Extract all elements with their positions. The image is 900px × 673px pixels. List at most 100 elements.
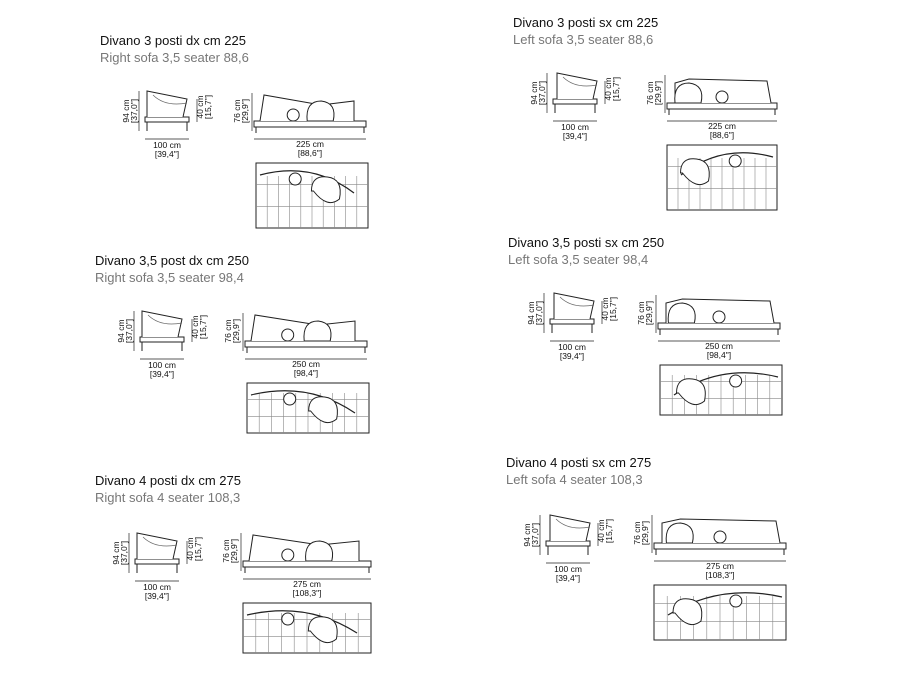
- seat-inch-label: [15,7"]: [203, 95, 213, 119]
- front-round-pillow: [713, 530, 727, 544]
- sofa-drawing: 94 cm[37,0"]40 cm[15,7"]100 cm[39,4"]76 …: [522, 514, 787, 641]
- height-inch-label: [37,0"]: [129, 99, 139, 123]
- sofa-block-left-250: Divano 3,5 posti sx cm 250 Left sofa 3,5…: [508, 235, 838, 425]
- height-inch-label: [37,0"]: [534, 301, 544, 325]
- side-seat: [549, 318, 595, 325]
- back-label: 76 cm: [232, 99, 242, 122]
- sofa-title-it: Divano 4 posti dx cm 275: [95, 473, 241, 488]
- seat-label: 40 cm: [185, 537, 195, 560]
- height-label: 94 cm: [121, 99, 131, 122]
- front-seat: [666, 102, 778, 110]
- back-inch-label: [29,9"]: [640, 521, 650, 545]
- depth-inch-label: [39,4"]: [145, 591, 169, 601]
- sofa-title-it: Divano 3,5 post dx cm 250: [95, 253, 249, 268]
- front-view: 76 cm[29,9"]250 cm[98,4"]: [636, 295, 781, 360]
- plan-cushion: [308, 396, 338, 424]
- sofa-title-it: Divano 3 posti dx cm 225: [100, 33, 246, 48]
- plan-view: [242, 602, 372, 654]
- seat-label: 40 cm: [190, 315, 200, 338]
- width-inch-label: [98,4"]: [707, 350, 731, 360]
- plan-view: [246, 382, 370, 434]
- depth-inch-label: [39,4"]: [556, 573, 580, 583]
- depth-inch-label: [39,4"]: [150, 369, 174, 379]
- side-view: 94 cm[37,0"]40 cm[15,7"]100 cm[39,4"]: [121, 90, 213, 159]
- front-round-pillow: [286, 108, 300, 122]
- seat-inch-label: [15,7"]: [608, 297, 618, 321]
- height-inch-label: [37,0"]: [124, 319, 134, 343]
- plan-round-pillow: [729, 374, 743, 388]
- height-inch-label: [37,0"]: [119, 541, 129, 565]
- sofa-title-en: Right sofa 4 seater 108,3: [95, 490, 241, 505]
- seat-inch-label: [15,7"]: [193, 537, 203, 561]
- front-cushion: [667, 302, 696, 324]
- plan-view: [653, 584, 787, 641]
- side-backrest: [141, 310, 183, 338]
- front-view: 76 cm[29,9"]225 cm[88,6"]: [645, 75, 778, 140]
- seat-label: 40 cm: [600, 297, 610, 320]
- height-label: 94 cm: [529, 81, 539, 104]
- sofa-title-it: Divano 4 posti sx cm 275: [506, 455, 652, 470]
- front-round-pillow: [281, 548, 295, 562]
- depth-label: 100 cm: [554, 564, 582, 574]
- front-backrest: [248, 534, 360, 562]
- height-inch-label: [37,0"]: [530, 523, 540, 547]
- width-label: 225 cm: [296, 139, 324, 149]
- seat-label: 40 cm: [603, 77, 613, 100]
- side-cushion-line: [555, 518, 591, 529]
- plan-backrest-curve: [246, 610, 358, 634]
- side-backrest: [556, 72, 598, 100]
- sofa-drawing: 94 cm[37,0"]40 cm[15,7"]100 cm[39,4"] 76 …: [529, 72, 778, 211]
- back-label: 76 cm: [221, 539, 231, 562]
- side-cushion-line: [147, 314, 183, 325]
- plan-cushion: [675, 378, 706, 406]
- side-view: 94 cm[37,0"] 40 cm[15,7"] 100 cm[39,4"]: [526, 292, 618, 361]
- sofa-title-en: Left sofa 3,5 seater 98,4: [508, 252, 649, 267]
- back-label: 76 cm: [645, 81, 655, 104]
- height-label: 94 cm: [111, 541, 121, 564]
- height-label: 94 cm: [526, 301, 536, 324]
- depth-inch-label: [39,4"]: [560, 351, 584, 361]
- back-inch-label: [29,9"]: [644, 301, 654, 325]
- side-view: 94 cm[37,0"]40 cm[15,7"]100 cm[39,4"]: [111, 532, 203, 601]
- plan-backrest-curve: [250, 390, 356, 414]
- depth-label: 100 cm: [153, 140, 181, 150]
- side-view: 94 cm[37,0"]40 cm[15,7"]100 cm[39,4"]: [529, 72, 621, 141]
- sofa-block-right-275: Divano 4 posti dx cm 275 Right sofa 4 se…: [95, 473, 425, 663]
- sofa-block-right-250: Divano 3,5 post dx cm 250 Right sofa 3,5…: [95, 253, 425, 443]
- sofa-drawing: 94 cm[37,0"]40 cm[15,7"]100 cm[39,4"]76 …: [121, 90, 369, 229]
- plan-view: [666, 144, 778, 211]
- plan-round-pillow: [283, 392, 297, 406]
- side-seat: [139, 336, 185, 343]
- width-inch-label: [108,3"]: [705, 570, 734, 580]
- side-cushion-line: [559, 296, 595, 307]
- sofa-title-en: Right sofa 3,5 seater 98,4: [95, 270, 244, 285]
- side-seat: [552, 98, 598, 105]
- side-view: 94 cm[37,0"]40 cm[15,7"]100 cm[39,4"]: [116, 310, 208, 379]
- depth-inch-label: [39,4"]: [155, 149, 179, 159]
- width-label: 275 cm: [293, 579, 321, 589]
- width-inch-label: [88,6"]: [710, 130, 734, 140]
- front-view: 76 cm[29,9"]250 cm[98,4"]: [223, 313, 368, 378]
- back-inch-label: [29,9"]: [229, 539, 239, 563]
- sofa-block-left-275: Divano 4 posti sx cm 275 Left sofa 4 sea…: [506, 455, 836, 645]
- seat-inch-label: [15,7"]: [198, 315, 208, 339]
- depth-label: 100 cm: [558, 342, 586, 352]
- sofa-drawing: 94 cm[37,0"]40 cm[15,7"]100 cm[39,4"]76 …: [526, 292, 783, 416]
- side-cushion-line: [562, 76, 598, 87]
- sofa-block-left-225: Divano 3 posti sx cm 225 Left sofa 3,5 s…: [513, 15, 843, 211]
- sofa-drawing: 94 cm[37,0"]40 cm[15,7"]100 cm[39,4"]76 …: [116, 310, 370, 434]
- plan-view: [659, 364, 783, 416]
- front-view: 76 cm[29,9"]225 cm[88,6"]: [232, 93, 367, 158]
- plan-cushion: [307, 616, 338, 644]
- side-seat: [134, 558, 180, 565]
- front-cushion: [306, 100, 335, 122]
- width-label: 275 cm: [706, 561, 734, 571]
- width-label: 250 cm: [705, 341, 733, 351]
- side-seat: [545, 540, 591, 547]
- front-seat: [657, 322, 781, 330]
- side-backrest: [553, 292, 595, 320]
- plan-cushion: [679, 158, 710, 186]
- width-inch-label: [98,4"]: [294, 368, 318, 378]
- sofa-drawing: 94 cm[37,0"]40 cm[15,7"]100 cm[39,4"]76 …: [111, 532, 372, 654]
- back-inch-label: [29,9"]: [653, 81, 663, 105]
